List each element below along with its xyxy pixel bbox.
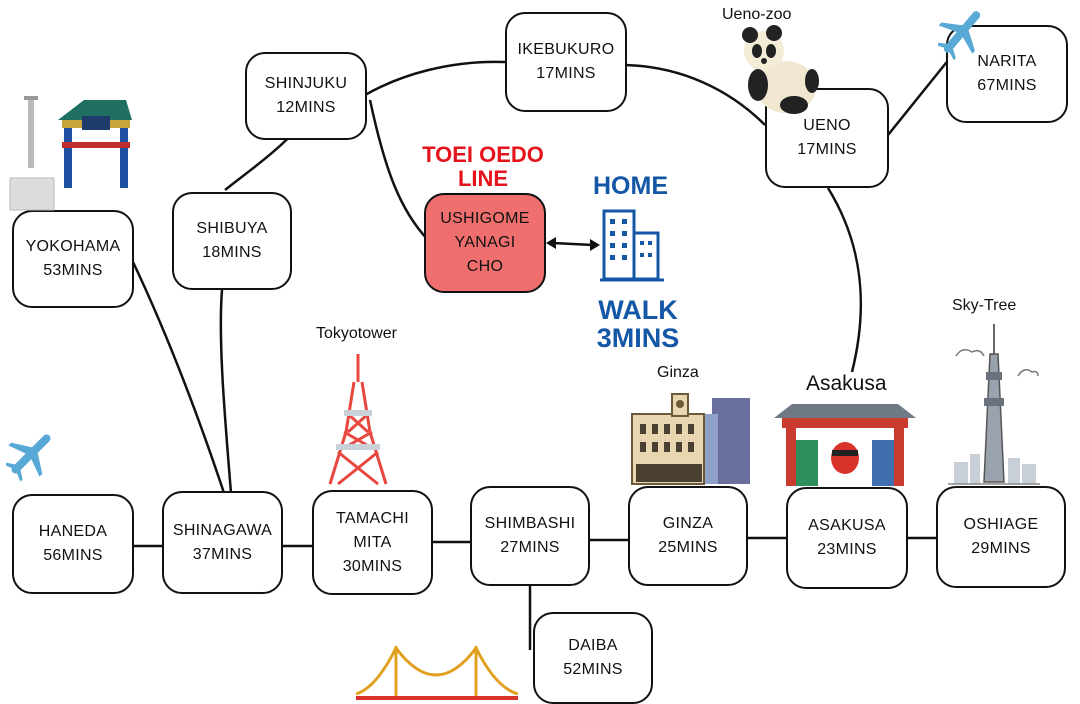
station-name-line2: MITA <box>353 533 392 551</box>
line-title-line2: LINE <box>457 166 509 191</box>
station-name: IKEBUKURO <box>517 41 615 58</box>
station-time: 53MINS <box>43 262 103 279</box>
station-name-line3: CHO <box>466 258 504 275</box>
station-daiba[interactable]: DAIBA 52MINS <box>533 612 653 704</box>
station-time: 30MINS <box>342 557 403 575</box>
station-time: 27MINS <box>500 539 560 556</box>
station-time: 56MINS <box>43 547 103 564</box>
station-name: SHIBUYA <box>196 220 268 237</box>
station-time: 17MINS <box>536 65 596 82</box>
tokyo-tower-icon <box>328 354 388 486</box>
landmark-label-asakusa: Asakusa <box>806 372 887 395</box>
station-ikebukuro[interactable]: IKEBUKURO 17MINS <box>505 12 627 112</box>
walk-label: WALK 3MINS <box>578 296 698 352</box>
station-name: GINZA <box>662 515 714 532</box>
station-shinagawa[interactable]: SHINAGAWA 37MINS <box>162 491 283 594</box>
landmark-label-sky-tree: Sky-Tree <box>952 297 1017 314</box>
station-asakusa[interactable]: ASAKUSA 23MINS <box>786 487 908 589</box>
station-name-line1: TAMACHI <box>336 509 409 527</box>
airplane-icon-narita <box>938 11 981 60</box>
station-narita[interactable]: NARITA 67MINS <box>946 25 1068 123</box>
station-name: NARITA <box>977 53 1037 70</box>
station-shibuya[interactable]: SHIBUYA 18MINS <box>172 192 292 290</box>
line-title-line1: TOEI OEDO <box>422 142 544 167</box>
station-name: UENO <box>803 117 851 134</box>
station-time: 18MINS <box>202 244 262 261</box>
station-name: SHINAGAWA <box>172 521 273 539</box>
home-label: HOME <box>593 172 668 200</box>
station-time: 52MINS <box>563 661 623 678</box>
route-lines <box>131 57 951 650</box>
line-title: TOEI OEDO LINE <box>403 143 563 191</box>
airplane-icon-haneda <box>6 434 51 482</box>
station-time: 17MINS <box>797 141 857 158</box>
station-name: OSHIAGE <box>963 516 1039 533</box>
landmark-label-ginza: Ginza <box>657 364 699 381</box>
ginza-building-icon <box>631 393 750 485</box>
station-ushigome-yanagicho[interactable]: USHIGOME YANAGI CHO <box>424 193 546 293</box>
station-oshiage[interactable]: OSHIAGE 29MINS <box>936 486 1066 588</box>
station-name: HANEDA <box>38 523 108 540</box>
station-shinjuku[interactable]: SHINJUKU 12MINS <box>245 52 367 140</box>
station-name: DAIBA <box>568 637 618 654</box>
station-time: 12MINS <box>276 99 336 116</box>
station-time: 25MINS <box>658 539 718 556</box>
station-name-line1: USHIGOME <box>440 210 530 227</box>
station-name: SHINJUKU <box>264 75 348 92</box>
home-building-icon <box>600 209 664 282</box>
station-name: ASAKUSA <box>808 517 886 534</box>
walk-label-line1: WALK <box>598 295 678 325</box>
yokohama-chinatown-gate-icon <box>9 96 132 211</box>
asakusa-gate-icon <box>774 404 916 486</box>
landmark-label-tokyo-tower: Tokyotower <box>316 325 397 342</box>
rainbow-bridge-icon <box>356 646 518 700</box>
station-ginza[interactable]: GINZA 25MINS <box>628 486 748 586</box>
station-tamachi-mita[interactable]: TAMACHI MITA 30MINS <box>312 490 433 595</box>
station-time: 37MINS <box>192 545 253 563</box>
station-name: SHIMBASHI <box>484 515 576 532</box>
home-arrow <box>546 237 600 251</box>
station-time: 23MINS <box>817 541 877 558</box>
panda-icon <box>742 25 819 114</box>
landmark-label-ueno-zoo: Ueno-zoo <box>722 6 792 23</box>
station-time: 29MINS <box>971 540 1031 557</box>
station-name: YOKOHAMA <box>25 238 121 255</box>
walk-label-line2: 3MINS <box>596 323 680 353</box>
sky-tree-icon <box>948 324 1040 485</box>
station-time: 67MINS <box>977 77 1037 94</box>
station-yokohama[interactable]: YOKOHAMA 53MINS <box>12 210 134 308</box>
station-haneda[interactable]: HANEDA 56MINS <box>12 494 134 594</box>
station-shimbashi[interactable]: SHIMBASHI 27MINS <box>470 486 590 586</box>
station-name-line2: YANAGI <box>454 234 516 251</box>
